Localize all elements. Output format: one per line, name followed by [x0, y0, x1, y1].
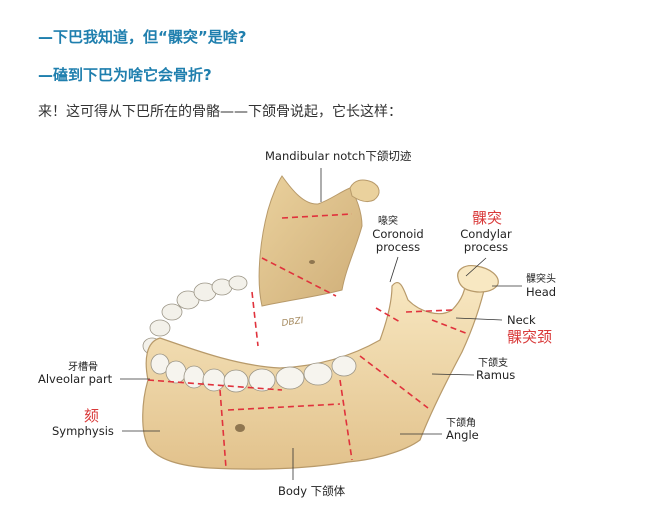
label-condylar-en1: Condylar [460, 227, 512, 241]
label-ramus-cn: 下颌支 [478, 356, 508, 369]
label-head-en: Head [526, 285, 556, 299]
label-coronoid-en2: process [376, 240, 420, 254]
label-condylar-red: 髁突 [472, 209, 502, 227]
label-mandibular-notch: Mandibular notch下颌切迹 [265, 149, 412, 163]
label-angle-cn: 下颌角 [446, 416, 476, 429]
mental-foramen [235, 424, 245, 432]
label-condylar-en2: process [464, 240, 508, 254]
label-coronoid-en1: Coronoid [372, 227, 423, 241]
label-symphysis-red: 颏 [84, 407, 99, 425]
mandible-illustration: Mandibular notch下颌切迹 喙突 Coronoid process… [38, 149, 556, 498]
label-ramus-en: Ramus [476, 368, 515, 382]
label-neck-red: 髁突颈 [507, 328, 552, 346]
label-body: Body 下颌体 [278, 484, 346, 498]
label-coronoid-cn: 喙突 [378, 214, 398, 227]
heading-question-2: —磕到下巴为啥它会骨折? [38, 66, 212, 84]
fracture-lines [147, 213, 469, 469]
artist-signature: DBZI [281, 316, 304, 329]
label-angle-en: Angle [446, 428, 479, 442]
label-symphysis-en: Symphysis [52, 424, 114, 438]
label-head-cn: 髁突头 [526, 272, 556, 285]
label-alveolar-en: Alveolar part [38, 372, 113, 386]
intro-paragraph: 来！这可得从下巴所在的骨骼——下颌骨说起，它长这样： [38, 104, 402, 120]
label-neck-en: Neck [507, 313, 536, 327]
label-alveolar-cn: 牙槽骨 [68, 360, 98, 373]
leader-lines [120, 168, 522, 480]
condylar-head [457, 265, 499, 293]
inner-ramus [258, 175, 363, 307]
heading-question-1: —下巴我知道，但“髁突”是啥? [38, 28, 247, 46]
